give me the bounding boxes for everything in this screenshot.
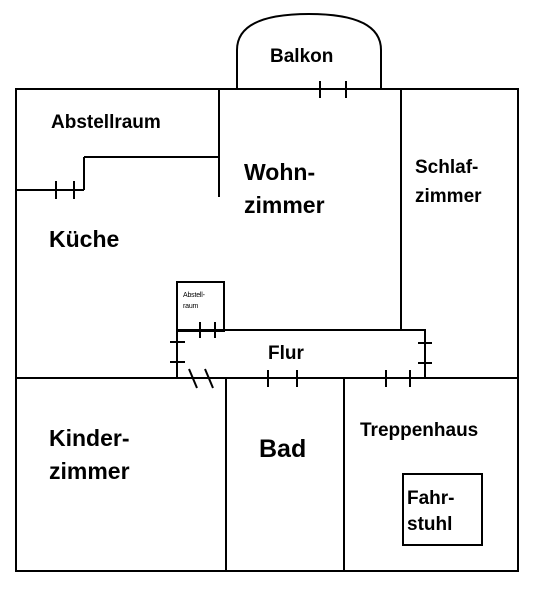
label-kinderzimmer-line1: Kinder- xyxy=(49,425,130,451)
label-small-abstellraum-line2: raum xyxy=(183,303,199,310)
door-kinder-1 xyxy=(188,368,198,389)
label-balkon: Balkon xyxy=(270,46,334,67)
label-small-abstellraum-line1: Abstell- xyxy=(183,292,205,299)
label-flur: Flur xyxy=(268,343,304,364)
label-schlafzimmer-line1: Schlaf- xyxy=(415,157,479,178)
label-kueche: Küche xyxy=(49,226,120,252)
label-kinderzimmer-line2: zimmer xyxy=(49,458,130,484)
fahrstuhl xyxy=(402,473,483,546)
balkon-outline xyxy=(236,12,382,89)
label-wohnzimmer-line2: zimmer xyxy=(244,192,325,218)
label-wohnzimmer-line1: Wohn- xyxy=(244,159,316,185)
flur-corridor xyxy=(176,329,426,379)
label-schlafzimmer-line2: zimmer xyxy=(415,186,482,207)
label-fahrstuhl-line1: Fahr- xyxy=(407,488,455,509)
label-abstellraum: Abstellraum xyxy=(51,112,161,133)
outer-wall xyxy=(15,88,519,572)
door-kinder-2 xyxy=(204,368,214,389)
label-bad: Bad xyxy=(259,435,307,463)
door-markers xyxy=(55,81,432,389)
label-treppenhaus: Treppenhaus xyxy=(360,420,479,441)
label-fahrstuhl-line2: stuhl xyxy=(407,514,453,535)
